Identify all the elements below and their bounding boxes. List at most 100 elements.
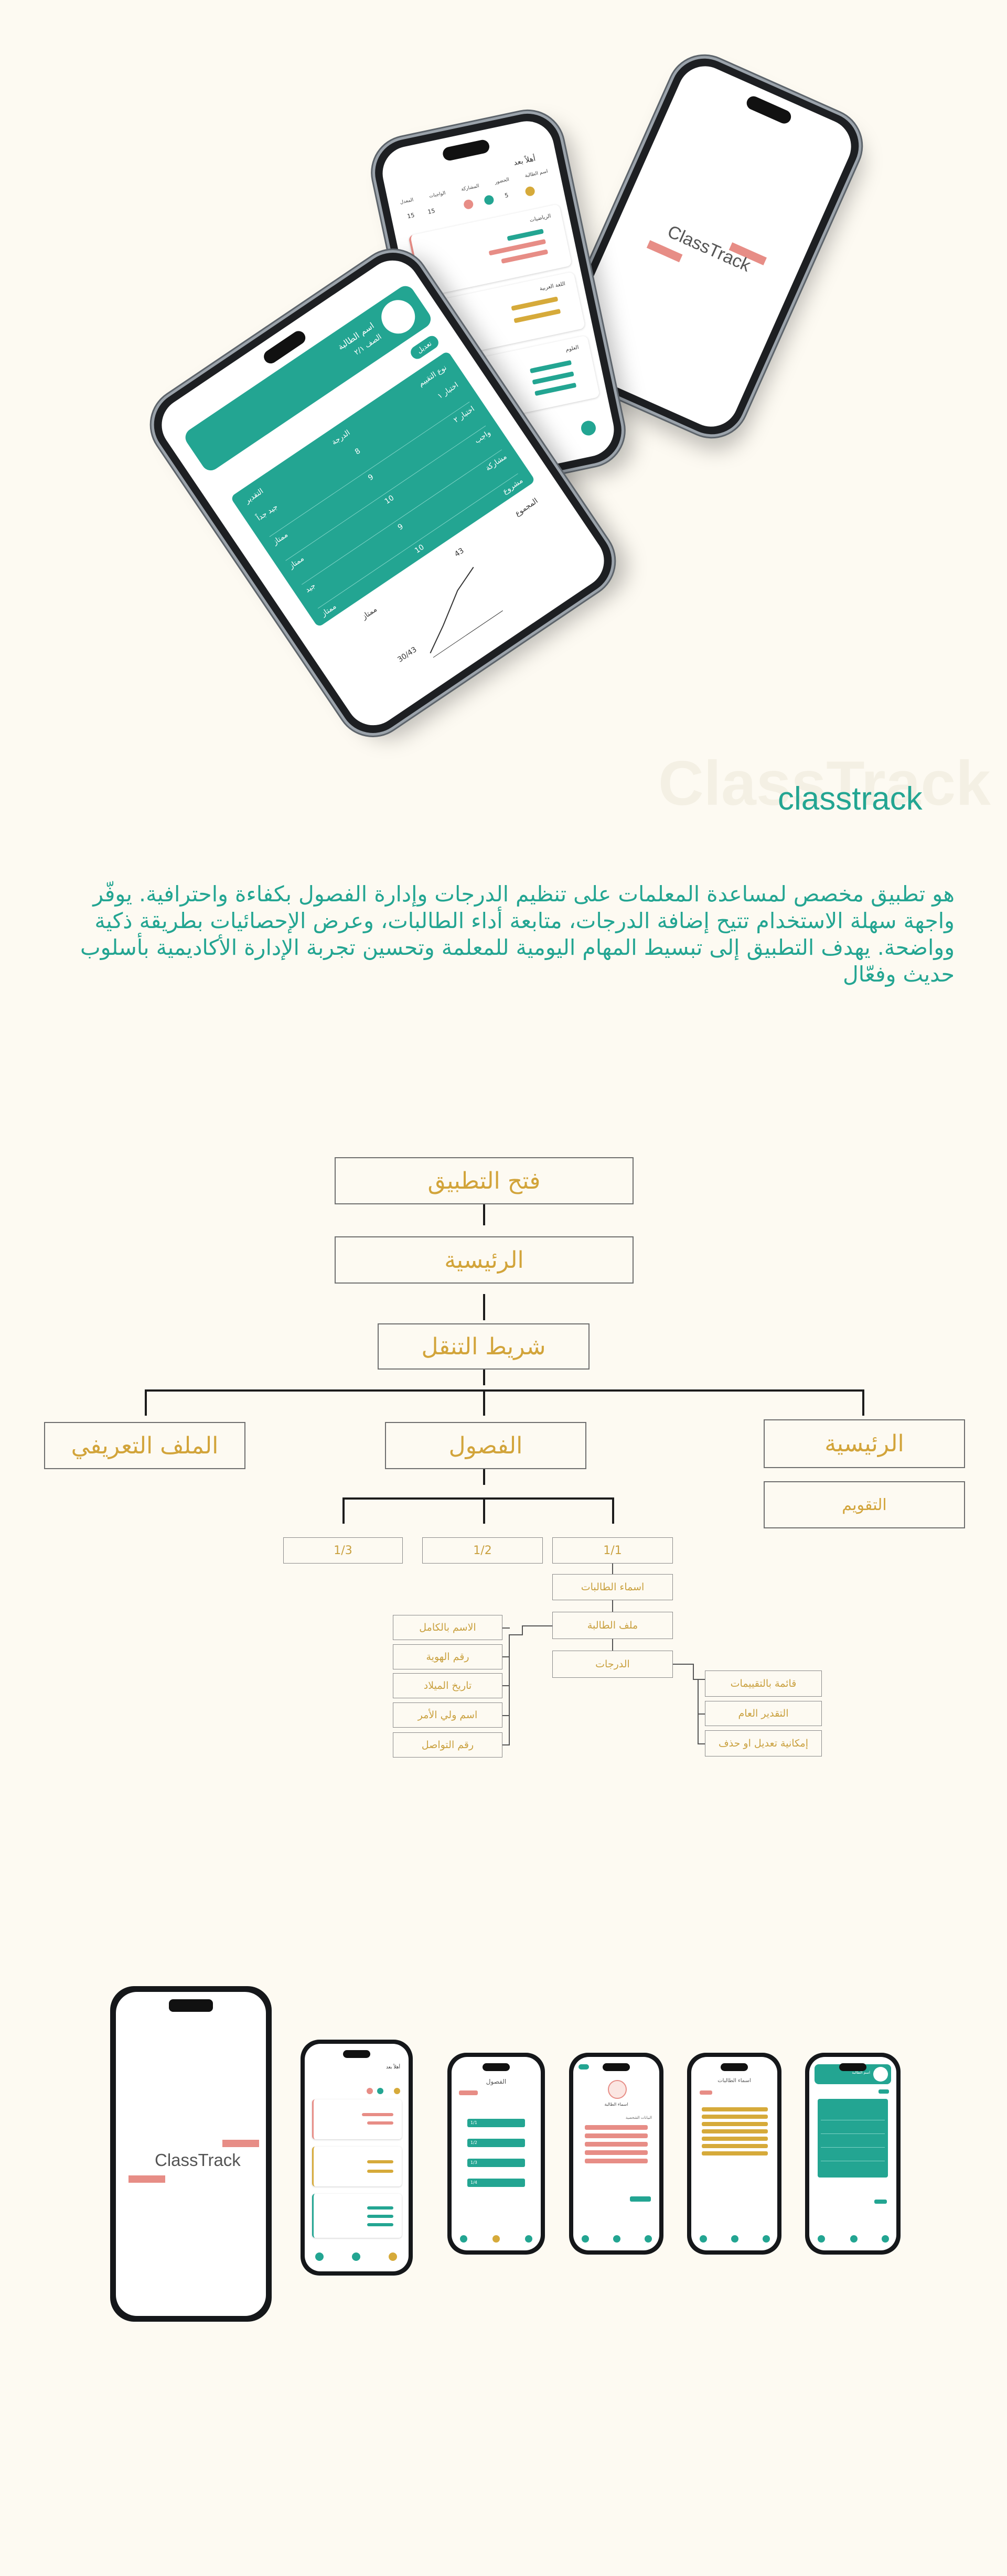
flow-classes: الفصول	[385, 1422, 586, 1469]
phone-notch	[169, 1999, 213, 2012]
profile-section: البيانات الشخصية	[625, 2116, 652, 2120]
student-row[interactable]	[702, 2137, 768, 2141]
cell: 9	[366, 472, 376, 482]
subject-card[interactable]	[312, 2194, 402, 2238]
app-description: هو تطبيق مخصص لمساعدة المعلمات على تنظيم…	[80, 881, 955, 987]
phone-notch	[744, 94, 794, 126]
connector	[509, 1634, 510, 1716]
profile-nav-icon[interactable]	[525, 2235, 532, 2243]
student-name: اسم الطالبة	[852, 2071, 870, 2075]
home-screen: أهلاً بعد	[305, 2044, 409, 2271]
classes-nav-icon[interactable]	[492, 2235, 500, 2243]
home-nav-icon[interactable]	[315, 2252, 324, 2261]
connector	[509, 1634, 523, 1635]
filter-chip[interactable]	[700, 2090, 712, 2095]
connector	[502, 1715, 510, 1716]
connector	[483, 1204, 485, 1225]
grades-screen: اسم الطالبة	[809, 2057, 896, 2250]
profile-nav-icon[interactable]	[763, 2235, 770, 2243]
phone-notch	[483, 2063, 510, 2071]
connector	[509, 1716, 510, 1745]
home-nav-icon[interactable]	[700, 2235, 707, 2243]
flow-edit-delete: إمكانية تعديل او حذف	[705, 1730, 822, 1756]
class-item[interactable]: 1/3	[467, 2159, 525, 2167]
student-row[interactable]	[702, 2107, 768, 2111]
add-button[interactable]	[874, 2200, 887, 2204]
gallery-profile-phone: اسماء الطالبة البيانات الشخصية	[569, 2053, 663, 2255]
connector	[502, 1656, 510, 1657]
hero-mockups: ClassTrack أهلاً بعد المعدل الواجبات الم…	[0, 0, 1007, 746]
card-bar	[367, 2215, 393, 2218]
edit-button[interactable]	[879, 2089, 889, 2094]
connector	[483, 1497, 485, 1524]
connector	[522, 1625, 552, 1626]
info-field	[585, 2133, 648, 2138]
edit-button[interactable]: تعديل	[408, 333, 441, 362]
classes-nav-icon[interactable]	[613, 2235, 620, 2243]
cell: 10	[413, 543, 426, 555]
info-field	[585, 2150, 648, 2155]
profile-nav-icon[interactable]	[580, 419, 597, 437]
info-field	[585, 2125, 648, 2130]
class-item[interactable]: 1/2	[467, 2139, 525, 2147]
classes-nav-icon[interactable]	[731, 2235, 738, 2243]
cell: جيد	[303, 581, 317, 595]
card-bar	[367, 2170, 393, 2173]
flow-full-name: الاسم بالكامل	[393, 1615, 502, 1640]
connector	[502, 1744, 510, 1745]
profile-screen: اسماء الطالبة البيانات الشخصية	[573, 2057, 659, 2250]
student-row[interactable]	[702, 2144, 768, 2148]
student-row[interactable]	[702, 2151, 768, 2155]
class-item[interactable]: 1/4	[467, 2179, 525, 2187]
flow-evaluations-list: قائمة بالتقييمات	[705, 1670, 822, 1697]
table-row	[821, 2147, 885, 2148]
gallery-home-phone: أهلاً بعد	[301, 2040, 413, 2276]
flow-contact-number: رقم التواصل	[393, 1732, 502, 1758]
splash-accent-bottom	[128, 2175, 165, 2183]
connector	[483, 1469, 485, 1485]
flow-student-file: ملف الطالبة	[552, 1612, 673, 1639]
card-bar	[367, 2121, 393, 2125]
student-row[interactable]	[702, 2129, 768, 2133]
profile-nav-icon[interactable]	[882, 2235, 889, 2243]
connector	[673, 1664, 694, 1665]
classes-nav-icon[interactable]	[850, 2235, 858, 2243]
subject-card[interactable]	[312, 2099, 402, 2139]
save-button[interactable]	[630, 2196, 651, 2202]
back-button[interactable]	[579, 2064, 589, 2070]
col-label: الواجبات	[428, 190, 446, 199]
card-bar	[513, 308, 561, 324]
profile-nav-icon[interactable]	[389, 2252, 397, 2261]
home-nav-icon[interactable]	[582, 2235, 589, 2243]
avatar	[873, 2067, 888, 2082]
home-title: أهلاً بعد	[385, 2065, 400, 2070]
grade-label: ممتاز	[360, 605, 379, 621]
table-row	[821, 2133, 885, 2134]
student-row[interactable]	[702, 2115, 768, 2119]
connector	[698, 1679, 699, 1744]
classes-title: الفصول	[486, 2078, 507, 2085]
home-nav-icon[interactable]	[460, 2235, 467, 2243]
card-bar	[362, 2113, 393, 2116]
connector	[483, 1370, 485, 1385]
card-title: العلوم	[565, 344, 580, 353]
screens-gallery: ClassTrack أهلاً بعد	[0, 1982, 1007, 2349]
home-title: أهلاً بعد	[513, 154, 537, 167]
flow-overall-grade: التقدير العام	[705, 1701, 822, 1726]
gallery-grades-phone: اسم الطالبة	[805, 2053, 901, 2255]
col-label: اسم الطالبة	[524, 169, 549, 179]
col-label: الحضور	[494, 177, 510, 186]
th: الدرجة	[330, 428, 352, 447]
classes-nav-icon[interactable]	[352, 2252, 360, 2261]
student-row[interactable]	[702, 2122, 768, 2126]
profile-name: اسماء الطالبة	[604, 2102, 628, 2107]
splash-accent-top	[222, 2140, 259, 2147]
subject-card[interactable]	[312, 2147, 402, 2186]
grades-screen: اسم الطالبة الصف ٢/١ تعديل نوع التقييم ا…	[151, 250, 615, 736]
card-bar	[367, 2206, 393, 2209]
profile-nav-icon[interactable]	[645, 2235, 652, 2243]
connector	[145, 1389, 864, 1392]
class-item[interactable]: 1/1	[467, 2119, 525, 2127]
home-nav-icon[interactable]	[818, 2235, 825, 2243]
connector	[502, 1627, 510, 1629]
